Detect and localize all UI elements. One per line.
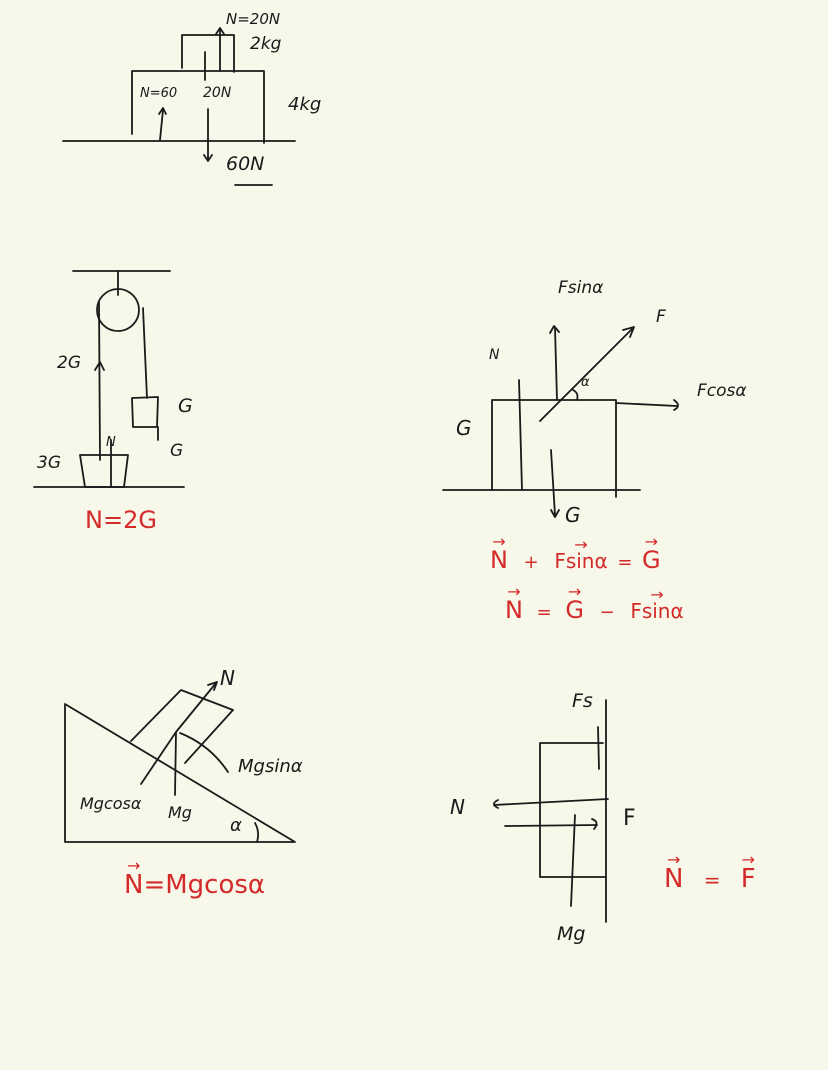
- label-weight: Mg: [557, 923, 586, 945]
- vector-g: G: [642, 548, 661, 572]
- angle-arc: [572, 389, 579, 401]
- mgcos-arrow: [140, 731, 177, 785]
- hanging-block: [131, 396, 159, 428]
- normal-arrow: [518, 379, 523, 491]
- label-gravity-left: G: [456, 416, 472, 440]
- normal-arrow: [493, 798, 609, 806]
- block: [491, 399, 617, 498]
- label-normal: N: [489, 347, 500, 363]
- diagram-pulley: [33, 270, 185, 488]
- diagram-angled-force: [442, 325, 679, 518]
- top-block: [181, 34, 235, 73]
- tension-arrow: [94, 361, 105, 371]
- vector-n: N: [505, 598, 523, 622]
- rope-right: [142, 307, 148, 399]
- normal-arrow: [175, 682, 217, 733]
- label-normal: N: [220, 666, 235, 690]
- bottom-block: [131, 70, 265, 144]
- vector-fsin: Fsinα: [630, 601, 683, 621]
- label-gravity-down: G: [565, 503, 581, 527]
- fsin-arrow: [554, 327, 558, 401]
- diagram-stacked-blocks: [62, 27, 296, 186]
- diagram-wall: [493, 699, 609, 923]
- label-hanging-weight: G: [178, 395, 193, 417]
- label-top-mass: 2kg: [250, 34, 282, 54]
- weight-arrow: [570, 814, 576, 907]
- label-fsin: Fsinα: [558, 278, 604, 298]
- label-normal: N: [450, 795, 465, 819]
- force-arrow: [539, 327, 634, 422]
- friction-arrow: [597, 726, 600, 770]
- label-force: F: [656, 307, 666, 327]
- label-force: F: [623, 806, 636, 831]
- label-normal: N: [106, 435, 116, 450]
- label-total-weight: 60N: [226, 153, 265, 175]
- vector-n: N: [124, 872, 143, 898]
- mgsin-arrow: [179, 732, 229, 773]
- angle-arc: [254, 822, 260, 843]
- result-equation: N = F: [664, 866, 756, 892]
- result-equation: N=2G: [85, 506, 157, 534]
- pulley-wheel: [96, 288, 140, 332]
- vector-fsin: Fsinα: [554, 551, 607, 571]
- label-weight-top: 20N: [203, 85, 232, 101]
- incline-triangle: [64, 703, 296, 843]
- vector-n: N: [664, 866, 683, 892]
- label-mg: Mg: [168, 803, 192, 822]
- label-hanging-weight-down: G: [170, 441, 184, 461]
- ground-block: [79, 454, 129, 488]
- diagram-incline: [64, 681, 296, 843]
- normal-arrow-bottom: [159, 109, 164, 141]
- label-bottom-mass: 4kg: [288, 94, 322, 115]
- equation-2: N = G − Fsinα: [505, 598, 684, 622]
- label-angle: α: [230, 815, 242, 836]
- vector-n: N: [490, 548, 508, 572]
- label-normal-top: N=20N: [226, 10, 281, 28]
- mg-arrow: [174, 731, 177, 796]
- rope-left: [98, 301, 101, 461]
- label-friction: Fs: [572, 690, 593, 712]
- fcos-arrow: [615, 402, 678, 407]
- label-mgsin: Mgsinα: [238, 756, 303, 777]
- label-tension: 2G: [57, 353, 81, 373]
- equation-1: N + Fsinα = G: [490, 548, 661, 572]
- gravity-arrow: [550, 449, 556, 516]
- label-ground-weight: 3G: [37, 453, 61, 473]
- result-equation: N=Mgcosα: [124, 872, 265, 898]
- label-angle: α: [581, 375, 590, 390]
- label-fcos: Fcosα: [697, 381, 747, 401]
- block-on-incline: [130, 689, 234, 764]
- force-arrow: [504, 824, 598, 827]
- label-mgcos: Mgcosα: [80, 794, 142, 813]
- label-normal-bottom: N=60: [140, 86, 178, 101]
- vector-g: G: [565, 598, 584, 622]
- vector-f: F: [741, 866, 756, 892]
